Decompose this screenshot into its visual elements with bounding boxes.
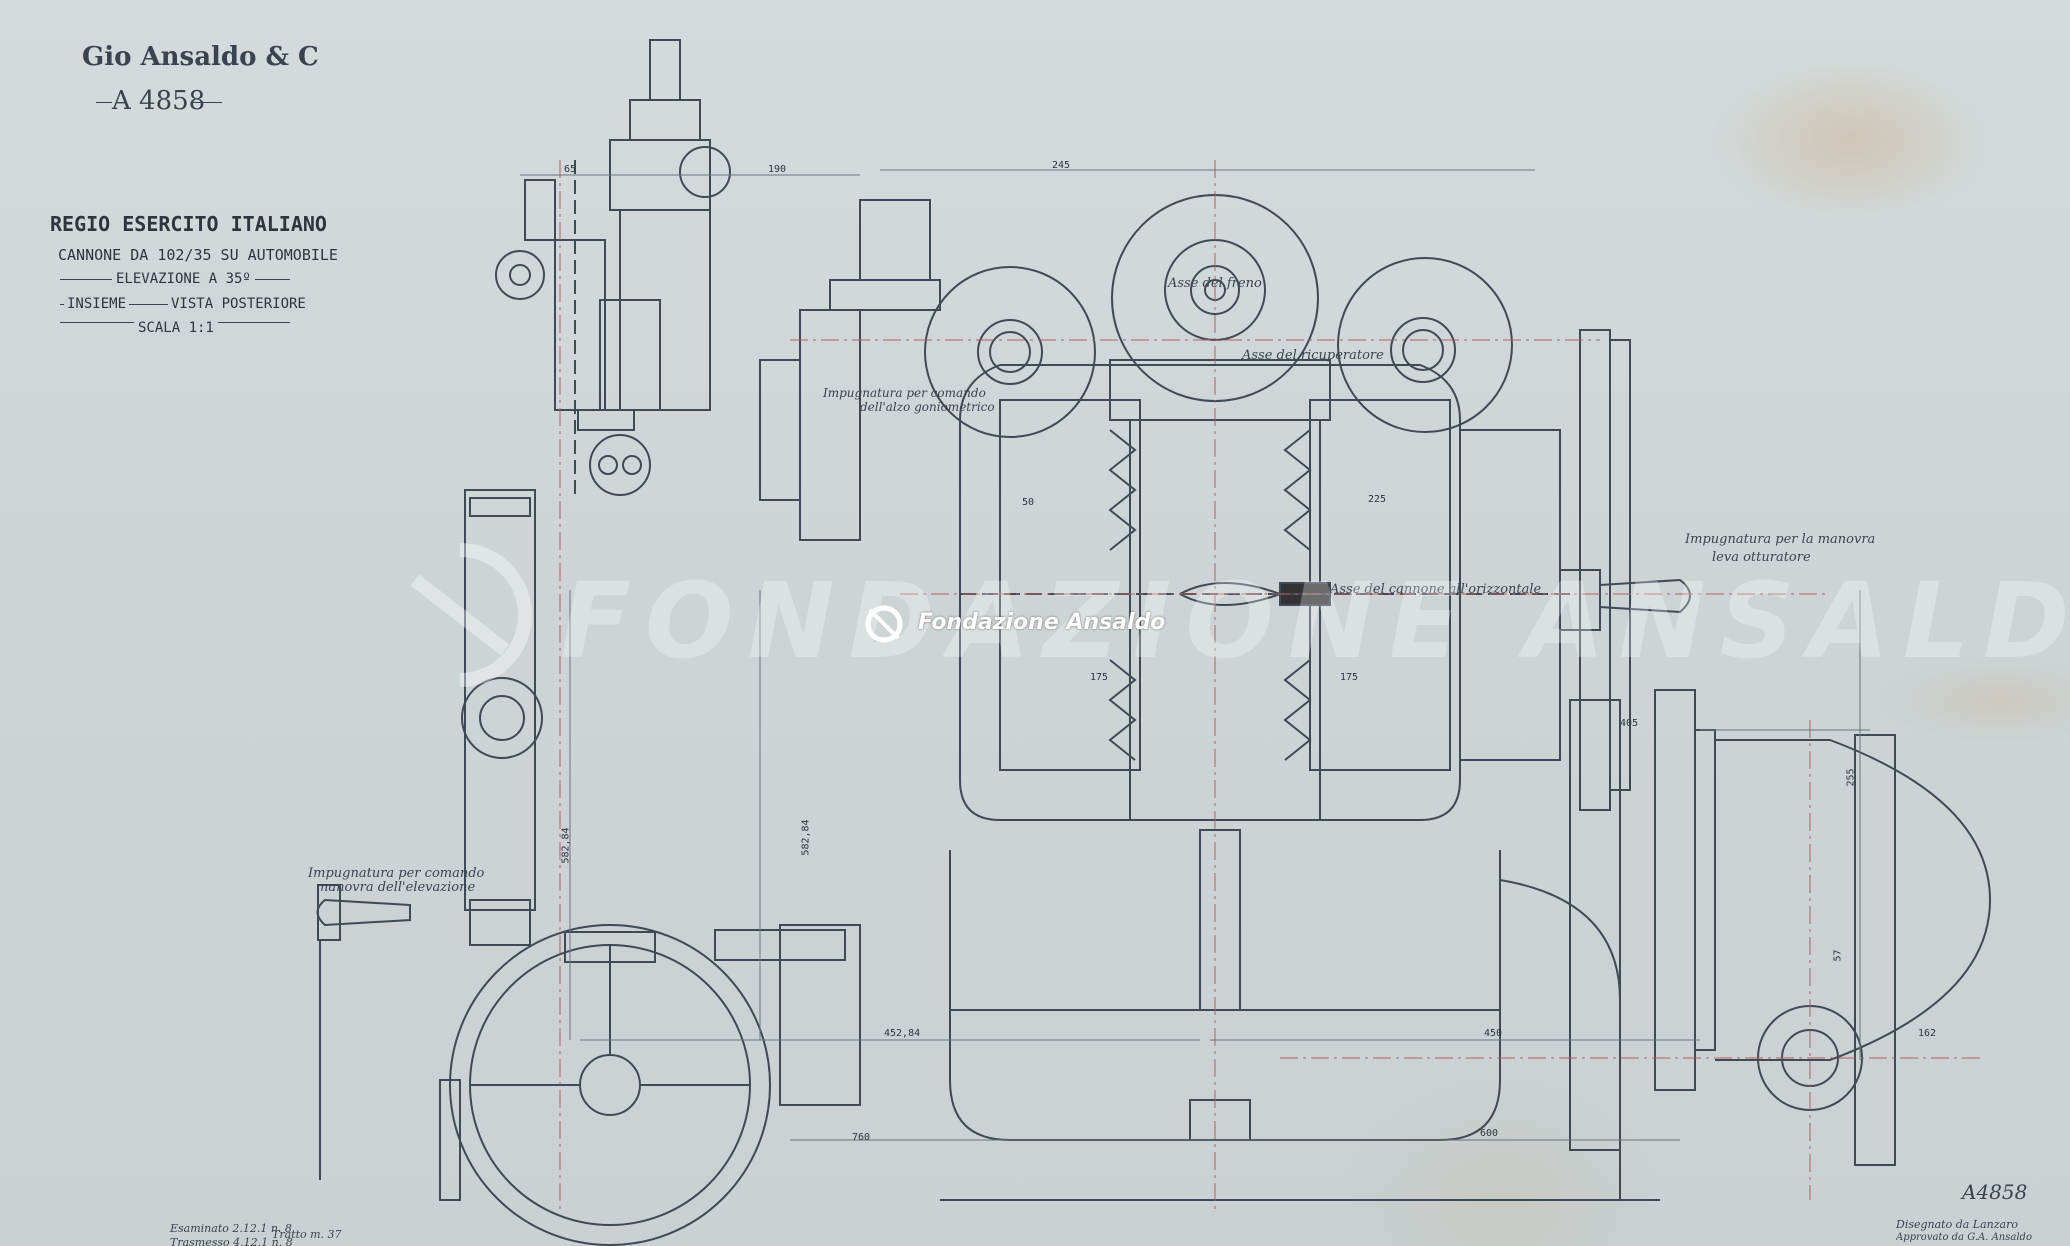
- footer-note-2: Trasmesso 4.12.1 n. 8: [170, 1236, 293, 1246]
- annotation-brake-axis: Asse del freno: [1168, 276, 1262, 291]
- drawing-number: A 4858: [112, 86, 206, 116]
- dim-label: 50: [1022, 497, 1035, 508]
- breech-handle: [1459, 329, 1691, 811]
- dim-label: 600: [1480, 1128, 1499, 1139]
- dim-label: 65: [564, 164, 577, 175]
- annotation-sight-sub: dell'alzo goniometrico: [860, 400, 995, 414]
- title-line-2: CANNONE DA 102/35 SU AUTOMOBILE: [58, 246, 338, 264]
- company-name: Gio Ansaldo & C: [82, 42, 319, 72]
- right-flange: [1654, 689, 1992, 1166]
- title-line-3: ELEVAZIONE A 35º: [112, 271, 255, 287]
- annotation-breech-lever: leva otturatore: [1712, 550, 1811, 565]
- dim-label: 452,84: [884, 1028, 921, 1039]
- title-line-1: REGIO ESERCITO ITALIANO: [50, 212, 327, 236]
- dim-label: 255: [1845, 768, 1857, 787]
- dim-label: 760: [852, 1132, 871, 1143]
- watermark-small-logo-icon: [865, 605, 903, 643]
- annotation-breech-handle: Impugnatura per la manovra: [1685, 532, 1876, 547]
- stamp-number: A4858: [1962, 1180, 2028, 1204]
- sight-assembly: [495, 39, 731, 500]
- annotation-gun-axis: Asse del cannone all'orizzontale: [1330, 582, 1542, 597]
- recuperator-hub-right: [1390, 317, 1456, 383]
- watermark-small: Fondazione Ansaldo: [918, 610, 1166, 635]
- dimension-lines: [520, 169, 1870, 1141]
- footer-note-3: Tratto m. 37: [272, 1228, 342, 1241]
- signature: Disegnato da Lanzaro: [1896, 1218, 2018, 1231]
- watermark-large: FONDAZIONE ANSALDO: [560, 560, 2070, 682]
- recuperator-hub-left: [977, 319, 1043, 385]
- title-line-5: SCALA 1:1: [134, 320, 218, 336]
- elevation-column: [316, 489, 543, 1180]
- footer-note-1: Esaminato 2.12.1 n. 8: [170, 1222, 292, 1235]
- elevation-handwheel: [439, 924, 861, 1246]
- dim-label: 162: [1918, 1028, 1937, 1039]
- dim-label: 175: [1090, 672, 1109, 683]
- annotation-recuperator-axis: Asse del ricuperatore: [1242, 348, 1384, 363]
- watermark-logo-icon: [410, 543, 532, 687]
- title-line-4b: VISTA POSTERIORE: [168, 296, 309, 312]
- dim-label: 450: [1484, 1028, 1503, 1039]
- signature-2: Approvato da G.A. Ansaldo: [1896, 1232, 2032, 1243]
- brake-cylinder: [924, 194, 1513, 438]
- dim-label: 190: [768, 164, 787, 175]
- dim-label: 57: [1832, 949, 1844, 962]
- dim-label: 225: [1368, 494, 1387, 505]
- annotation-elevation-sub: manovra dell'elevazione: [316, 880, 476, 895]
- dim-label: 175: [1340, 672, 1359, 683]
- dim-label: 582,84: [560, 827, 572, 864]
- dim-label: 245: [1052, 160, 1071, 171]
- title-line-4a: INSIEME: [64, 296, 130, 312]
- dim-label: 582,84: [800, 819, 812, 856]
- pedestal: [940, 699, 1660, 1201]
- annotation-elevation-handle: Impugnatura per comando: [308, 866, 485, 881]
- dim-label: 405: [1620, 718, 1639, 729]
- annotation-sight-handle: Impugnatura per comando: [823, 386, 986, 400]
- center-lines: [559, 160, 1980, 1210]
